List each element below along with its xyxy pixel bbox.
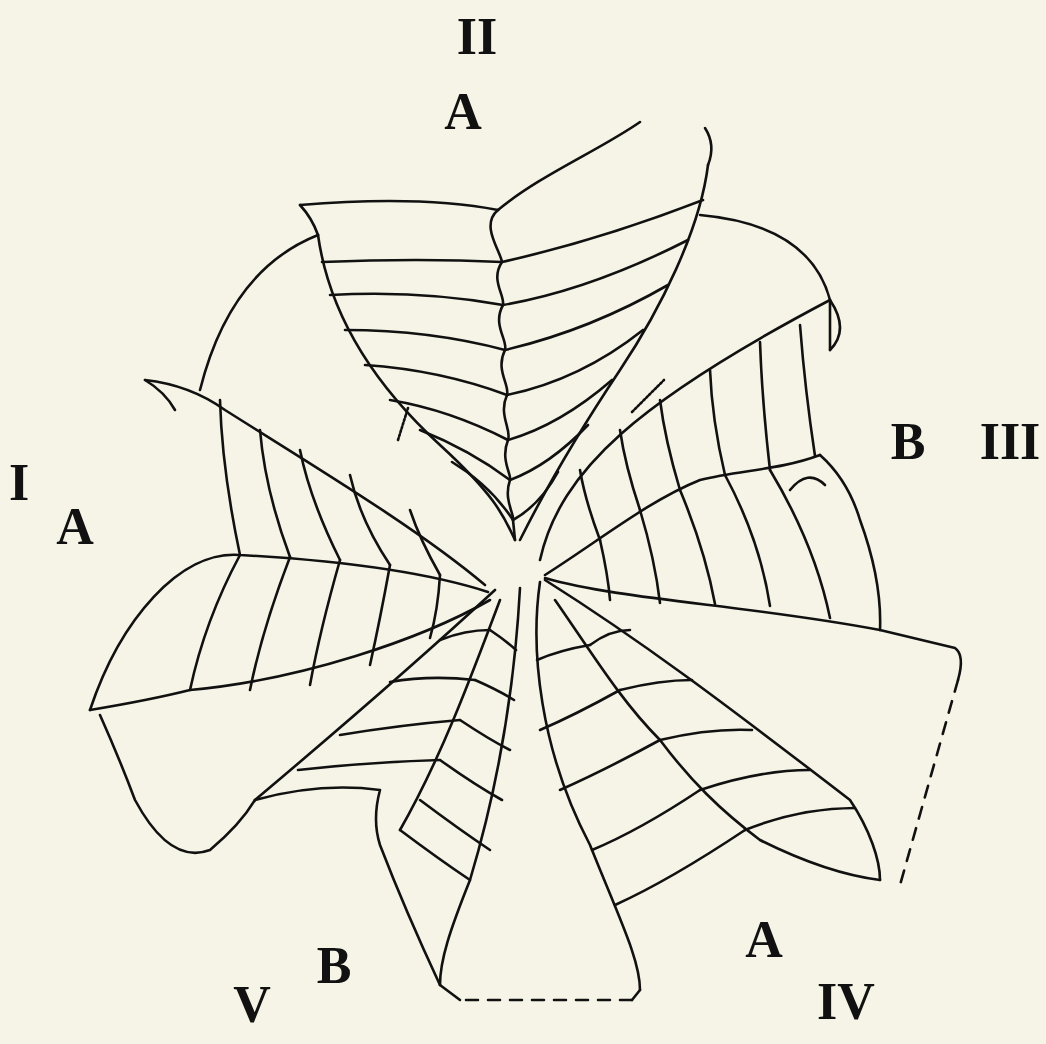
ambulacrum-iv (537, 380, 880, 990)
ray-label: A (56, 501, 94, 553)
ambulacrum-i (90, 380, 490, 710)
ambulacrum-v (255, 408, 520, 985)
ray-label: III (980, 416, 1041, 468)
ray-label: A (745, 914, 783, 966)
ray-label: V (233, 979, 271, 1031)
ray-label: B (891, 416, 926, 468)
ray-label: II (457, 11, 497, 63)
ambulacrum-iii (540, 300, 880, 630)
interambulacral-outline (100, 215, 961, 1000)
ray-label: A (444, 86, 482, 138)
ambulacrum-ii (300, 122, 711, 540)
ray-label: IV (817, 976, 875, 1028)
ray-label: B (317, 940, 352, 992)
ray-label: I (9, 457, 29, 509)
